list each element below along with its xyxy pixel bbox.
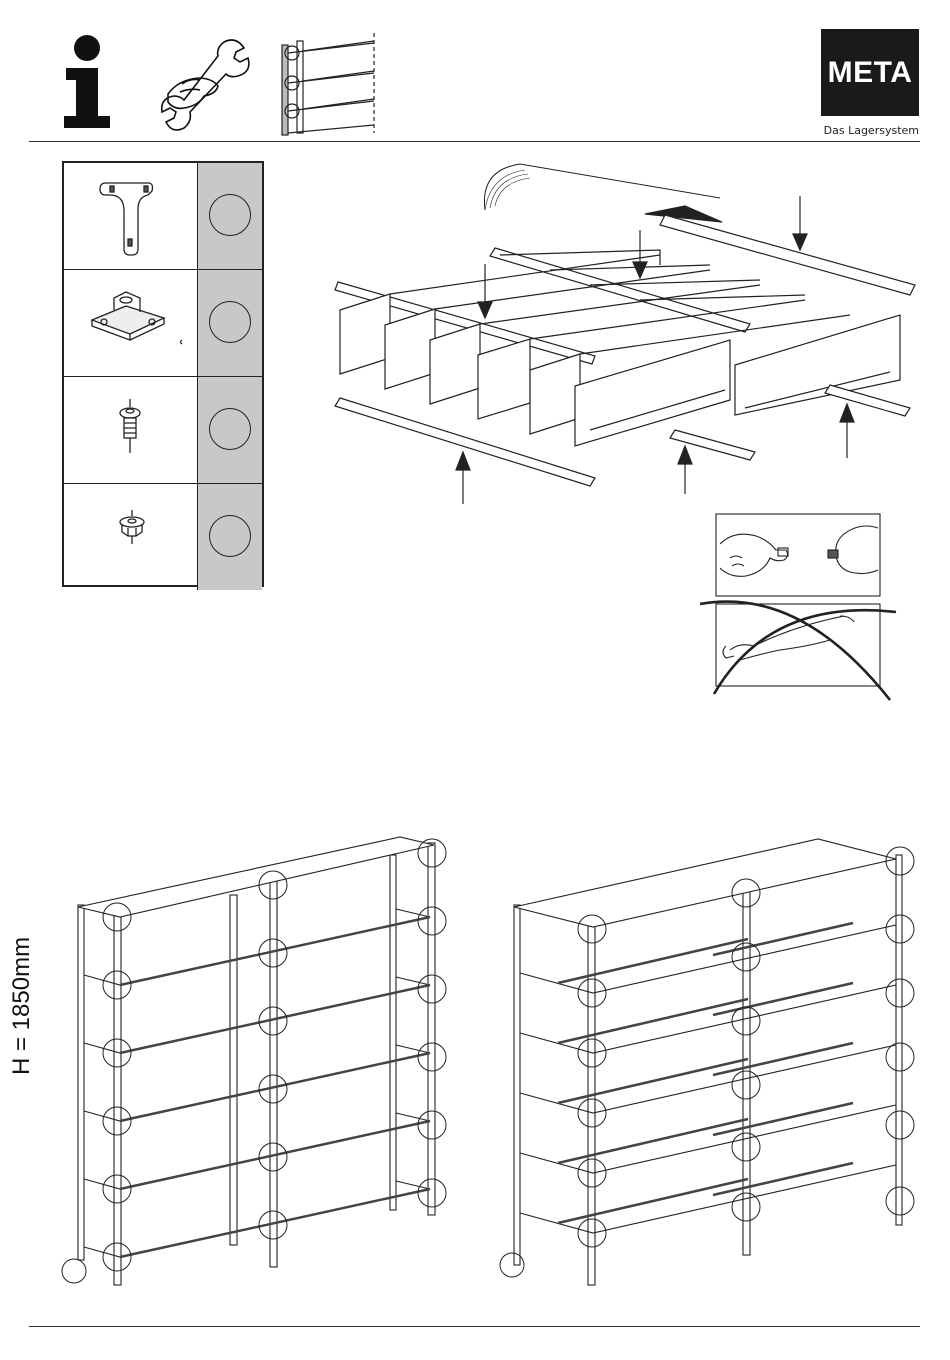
qty-cell xyxy=(198,270,262,376)
part-image xyxy=(64,484,198,590)
header-divider xyxy=(29,141,920,142)
logo-tagline: Das Lagersystem xyxy=(821,124,919,137)
shelf-thumbnail-icon xyxy=(279,33,379,136)
bolt-icon xyxy=(64,377,198,483)
part-image xyxy=(64,270,198,376)
qty-circle xyxy=(209,408,251,450)
parts-row-bolt xyxy=(64,377,262,484)
shelf-panels xyxy=(340,250,900,446)
assembled-shelf-right xyxy=(498,835,918,1290)
qty-circle xyxy=(209,515,251,557)
wrench-crossed-illustration xyxy=(700,598,896,700)
foot-plate-icon xyxy=(64,270,198,376)
parts-row-nut xyxy=(64,484,262,590)
footer-divider xyxy=(29,1326,920,1327)
qty-cell xyxy=(198,163,262,269)
qty-cell xyxy=(198,484,262,590)
shelf-levels xyxy=(84,909,430,1257)
hand-tighten-illustration xyxy=(716,514,882,598)
assembled-shelf-left xyxy=(60,835,455,1290)
qty-circle xyxy=(209,194,251,236)
parts-table xyxy=(62,161,264,587)
part-image xyxy=(64,377,198,483)
meta-logo: META xyxy=(821,29,919,116)
l-bracket-icon xyxy=(64,163,198,269)
parts-row-foot xyxy=(64,270,262,377)
nut-icon xyxy=(64,484,198,590)
qty-cell xyxy=(198,377,262,483)
qty-circle xyxy=(209,301,251,343)
part-image xyxy=(64,163,198,269)
info-icon xyxy=(60,34,115,129)
logo-text: META xyxy=(828,56,913,90)
wrench-hand-icon xyxy=(162,34,252,134)
shelf-levels xyxy=(520,923,896,1233)
height-dimension-label: H = 1850mm xyxy=(8,937,36,1075)
exploded-shelf-diagram xyxy=(330,160,920,500)
parts-row-bracket xyxy=(64,163,262,270)
